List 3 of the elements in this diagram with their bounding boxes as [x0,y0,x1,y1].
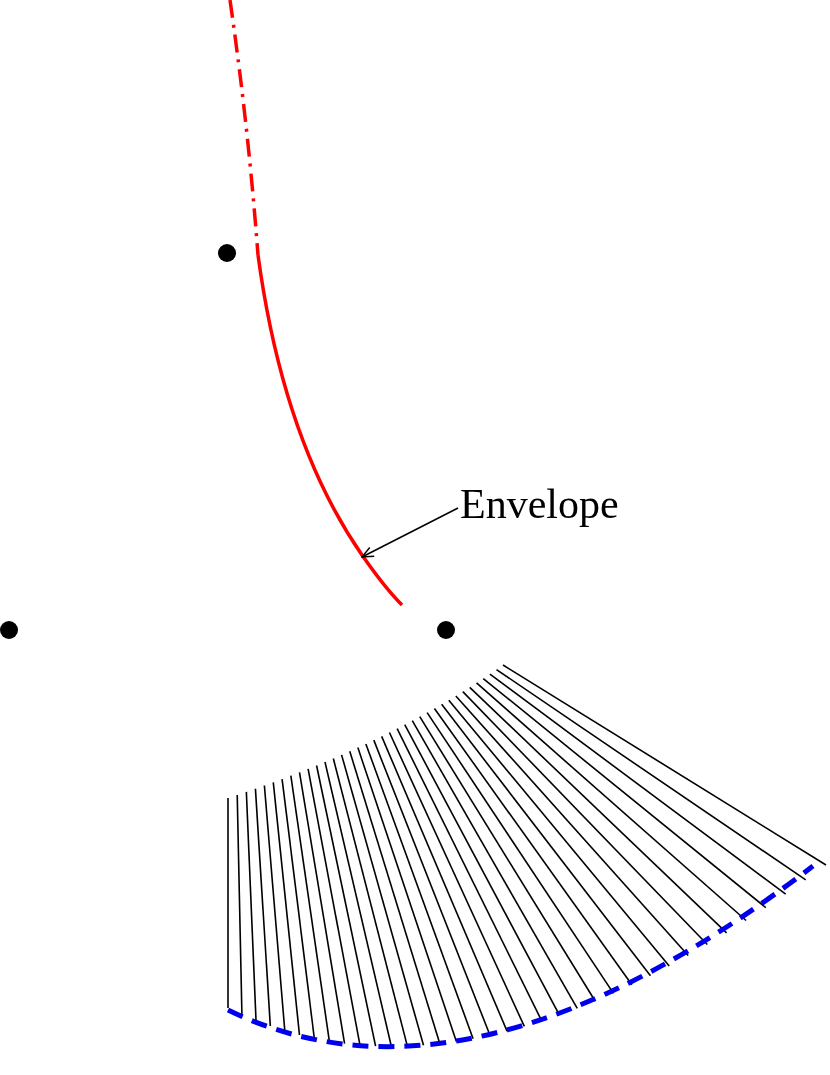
leader-line [361,507,459,558]
curve-label: Envelope [460,483,619,525]
envelope-curve [228,0,404,607]
